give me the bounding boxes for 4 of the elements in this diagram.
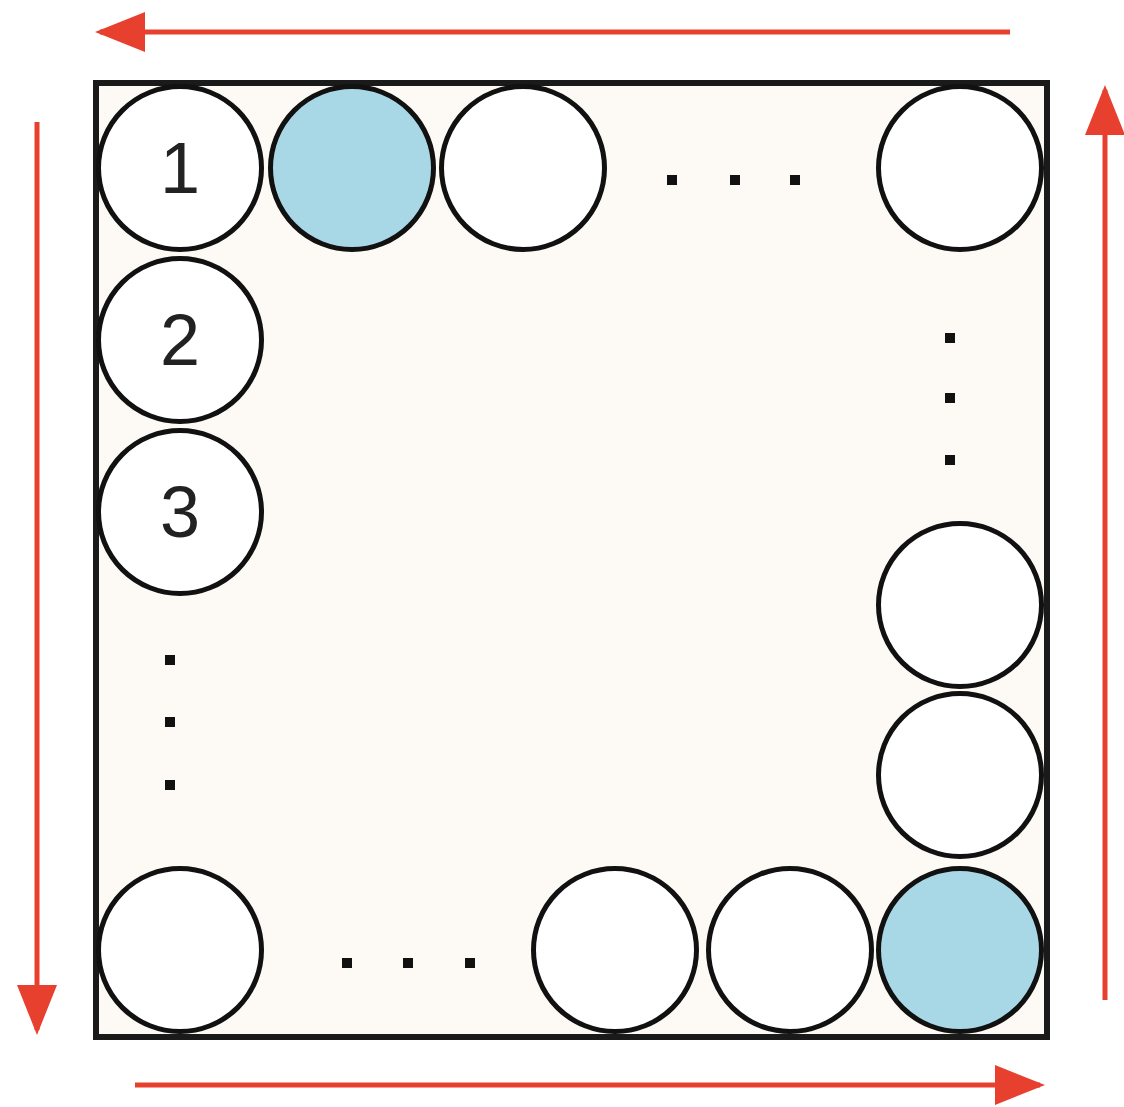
square-frame <box>93 80 1050 1040</box>
circle-number: 1 <box>158 132 201 204</box>
circle-number: 2 <box>158 304 201 376</box>
circle-number: 3 <box>158 476 201 548</box>
